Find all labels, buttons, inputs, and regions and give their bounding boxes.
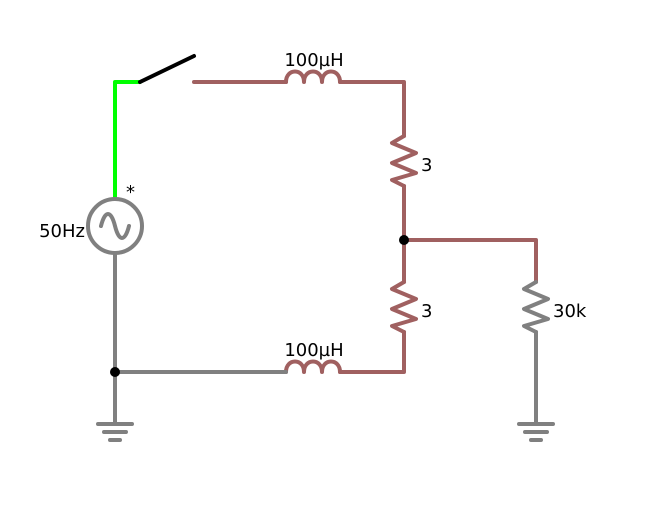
- inductor-top: [284, 69, 342, 84]
- switch-blade[interactable]: [138, 54, 196, 84]
- resistor-bottom-label: 3: [421, 301, 432, 322]
- inductor-top-label: 100µH: [284, 50, 343, 71]
- resistor-load-label: 30k: [553, 301, 587, 322]
- inductor-bottom: [284, 359, 342, 374]
- resistor-top-label: 3: [421, 155, 432, 176]
- wire-top-right: [338, 80, 406, 138]
- source-polarity-marker: *: [126, 182, 135, 203]
- inductor-bottom-label: 100µH: [284, 340, 343, 361]
- ac-source[interactable]: [86, 197, 144, 255]
- wire-bottom-right: [338, 330, 406, 374]
- sine-wave-icon: [99, 212, 131, 240]
- resistor-bottom: [390, 280, 418, 334]
- source-frequency-label: 50Hz: [39, 221, 85, 242]
- resistor-load: [522, 280, 550, 334]
- resistor-top: [390, 134, 418, 188]
- ground-symbol-left: [96, 422, 134, 442]
- wire-source-to-switch: [113, 80, 142, 200]
- ground-symbol-right: [517, 422, 555, 442]
- junction-node-right: [399, 235, 409, 245]
- junction-node-left: [110, 367, 120, 377]
- wire-to-load: [402, 238, 538, 284]
